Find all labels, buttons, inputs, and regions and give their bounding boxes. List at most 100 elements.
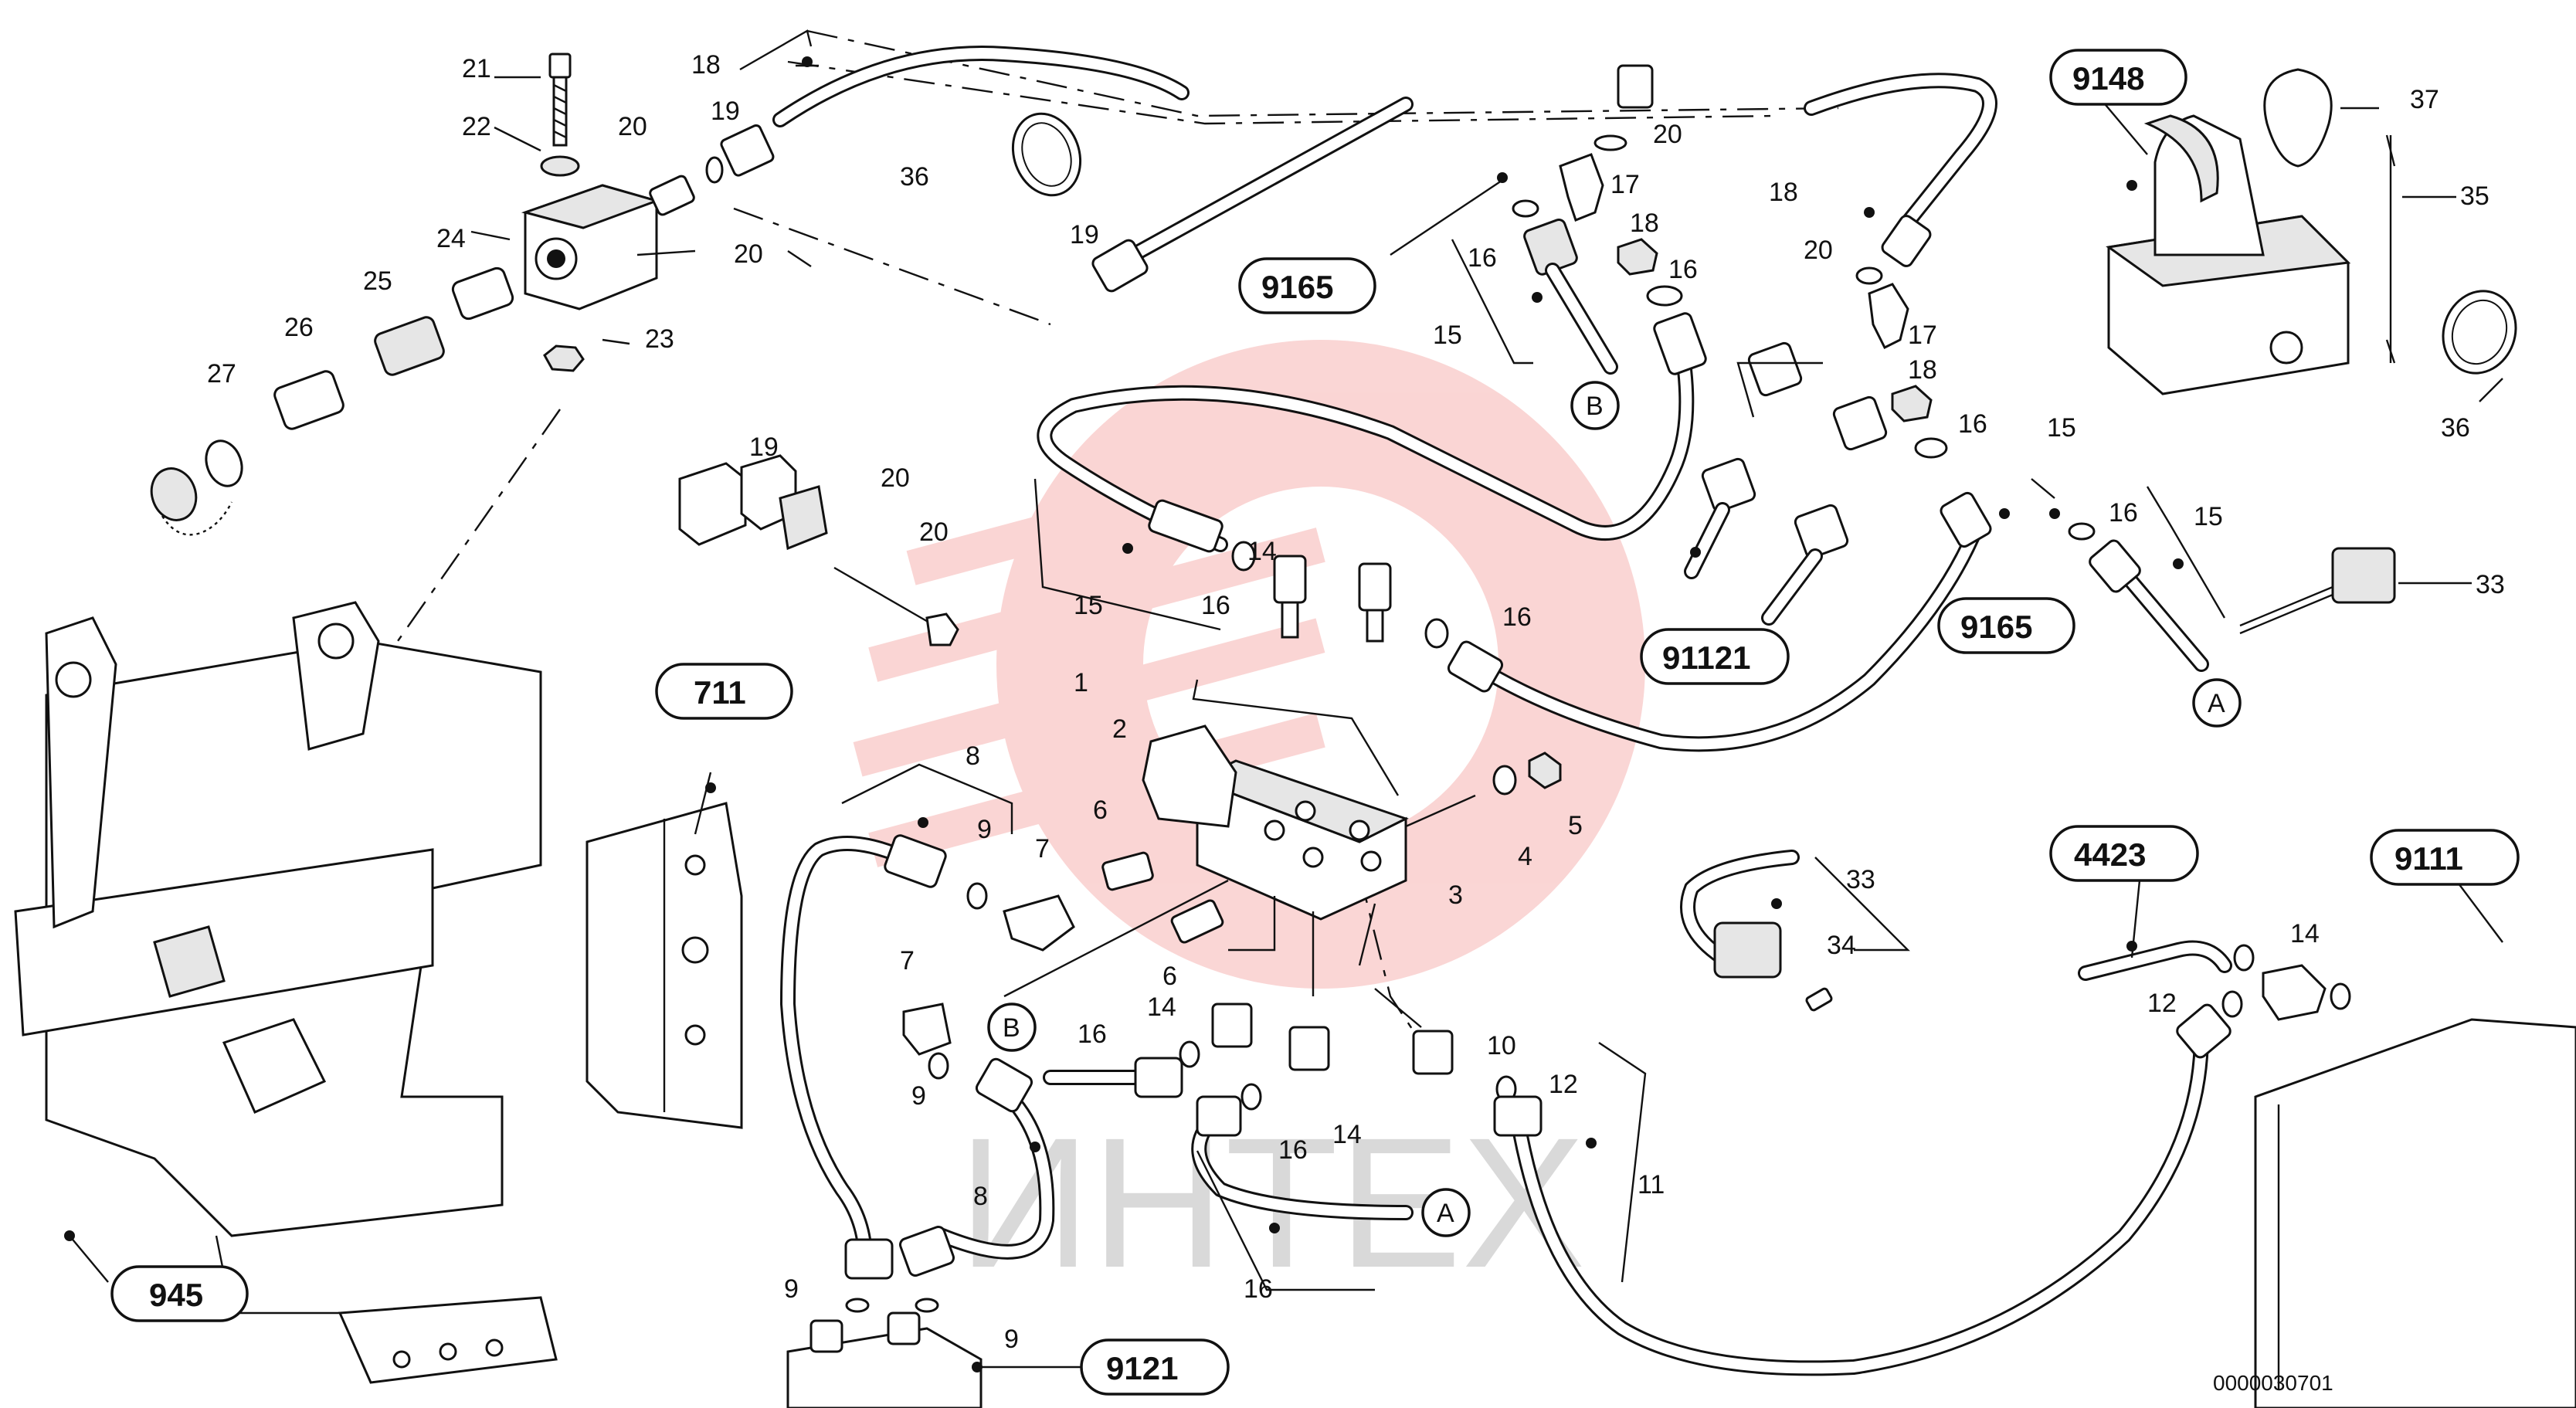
hose-clamp-36	[1011, 112, 1082, 197]
ref-pill-711	[655, 663, 793, 720]
callout-13: 14	[2290, 919, 2320, 948]
control-lever-9148	[2106, 114, 2351, 395]
callout-3: 3	[1448, 880, 1463, 910]
callout-5: 5	[1568, 811, 1583, 840]
valve-block-1	[1142, 724, 1562, 921]
callout-17: 17	[1610, 170, 1640, 199]
callout-22: 20	[881, 463, 910, 493]
callout-30: 25	[363, 266, 392, 296]
callout-7b: 7	[900, 946, 915, 975]
parts-91121	[1684, 341, 1888, 626]
callout-6: 6	[1093, 796, 1108, 825]
callout-24: 20	[618, 112, 647, 141]
callout-37: 37	[2410, 85, 2439, 114]
callout-8: 8	[966, 741, 980, 771]
callout-9d: 9	[1004, 1325, 1019, 1354]
svg-text:B: B	[1586, 392, 1604, 421]
ref-pill-9111	[2370, 829, 2520, 886]
callout-9b: 9	[911, 1081, 926, 1111]
cable-tie-35	[2385, 134, 2396, 364]
pipe-4423	[2078, 940, 2255, 981]
callout-21: 19	[749, 433, 779, 462]
svg-text:B: B	[1003, 1013, 1020, 1043]
svg-text:A: A	[1437, 1199, 1454, 1228]
callout-20: 19	[711, 97, 740, 126]
ref-pill-9165	[1238, 257, 1376, 314]
fittings-14-bottom	[1211, 1003, 1517, 1111]
connector-A-bottom	[1421, 1188, 1471, 1237]
block-assembly-25	[150, 53, 775, 536]
callout-19: 18	[691, 50, 721, 80]
callout-15d: 15	[1074, 591, 1103, 620]
svg-text:91121: 91121	[1662, 640, 1750, 676]
callout-1: 1	[1074, 668, 1088, 697]
fitting-13	[2221, 964, 2351, 1021]
callout-2: 2	[1112, 714, 1127, 744]
callout-10: 10	[1487, 1031, 1516, 1060]
brackets-21-22-23	[678, 454, 959, 646]
callout-18: 18	[1630, 209, 1659, 238]
hose-19-right	[1804, 73, 1997, 267]
ref-pill-91121	[1640, 628, 1790, 685]
svg-text:9165: 9165	[1960, 609, 2032, 645]
callout-34: 34	[1827, 931, 1856, 960]
callout-14: 14	[1247, 537, 1277, 566]
connector-A-right	[2192, 678, 2242, 728]
connector-B-bottom	[987, 1003, 1037, 1052]
connector-33	[2239, 547, 2396, 635]
callout-11: 11	[1638, 1170, 1665, 1199]
tank-9111	[2254, 1018, 2576, 1408]
ref-pill-9121	[1080, 1338, 1230, 1396]
callout-4: 4	[1518, 842, 1532, 871]
hose-11	[1493, 1003, 2232, 1376]
callout-27: 22	[462, 112, 491, 141]
callout-15e: 16	[1244, 1274, 1273, 1304]
callout-16b: 16	[1668, 255, 1698, 284]
cable-connector-33	[1680, 850, 1833, 1012]
svg-text:9148: 9148	[2072, 60, 2144, 97]
svg-text:9111: 9111	[2394, 840, 2463, 877]
callout-20d: 20	[1804, 236, 1833, 265]
valve-9121	[786, 1298, 983, 1408]
callout-19b: 18	[1769, 178, 1798, 207]
hose-15-right	[1447, 491, 1992, 752]
callout-8b: 8	[973, 1182, 988, 1211]
callout-16f: 16	[1502, 602, 1532, 632]
ref-pill-9148	[2049, 49, 2187, 106]
svg-text:711: 711	[694, 674, 746, 711]
leader-lines	[69, 29, 2503, 1369]
callout-14c: 14	[1332, 1120, 1362, 1149]
callout-16c: 16	[1958, 409, 1987, 439]
callout-16d: 16	[2109, 498, 2138, 528]
hose-15-to-A	[2068, 522, 2209, 672]
callout-9: 9	[977, 815, 992, 844]
hose-16-to-A	[1191, 1095, 1414, 1220]
callout-32: 27	[207, 359, 236, 388]
ref-pill-4423	[2049, 825, 2199, 882]
fittings-17-18-20	[1512, 64, 1948, 459]
callout-31: 26	[284, 313, 314, 342]
frame-945-711	[14, 601, 743, 1384]
callout-15c: 15	[2194, 502, 2223, 531]
callout-33b: 33	[1846, 865, 1875, 894]
callout-16g: 16	[1078, 1020, 1107, 1049]
callout-9c: 9	[784, 1274, 799, 1304]
callout-7: 7	[1035, 834, 1050, 863]
callout-6b: 6	[1162, 962, 1177, 991]
svg-text:945: 945	[149, 1277, 203, 1313]
callout-12b: 12	[2147, 989, 2177, 1018]
callout-23: 20	[919, 517, 949, 547]
knob-37	[2263, 68, 2333, 168]
hose-15-loop	[1037, 312, 1707, 553]
callout-36b: 36	[2441, 413, 2470, 443]
callout-36: 36	[900, 162, 929, 192]
callout-15b: 15	[2047, 413, 2076, 443]
connector-B-top	[1570, 381, 1620, 430]
callout-20c: 20	[1653, 120, 1682, 149]
callout-28: 23	[645, 324, 674, 354]
callout-33: 33	[2476, 570, 2505, 599]
callout-20b: 19	[1070, 220, 1099, 249]
hose-dots	[64, 56, 2184, 1372]
fittings-6-7-9	[902, 851, 1224, 1080]
callout-16h: 16	[1278, 1135, 1308, 1165]
